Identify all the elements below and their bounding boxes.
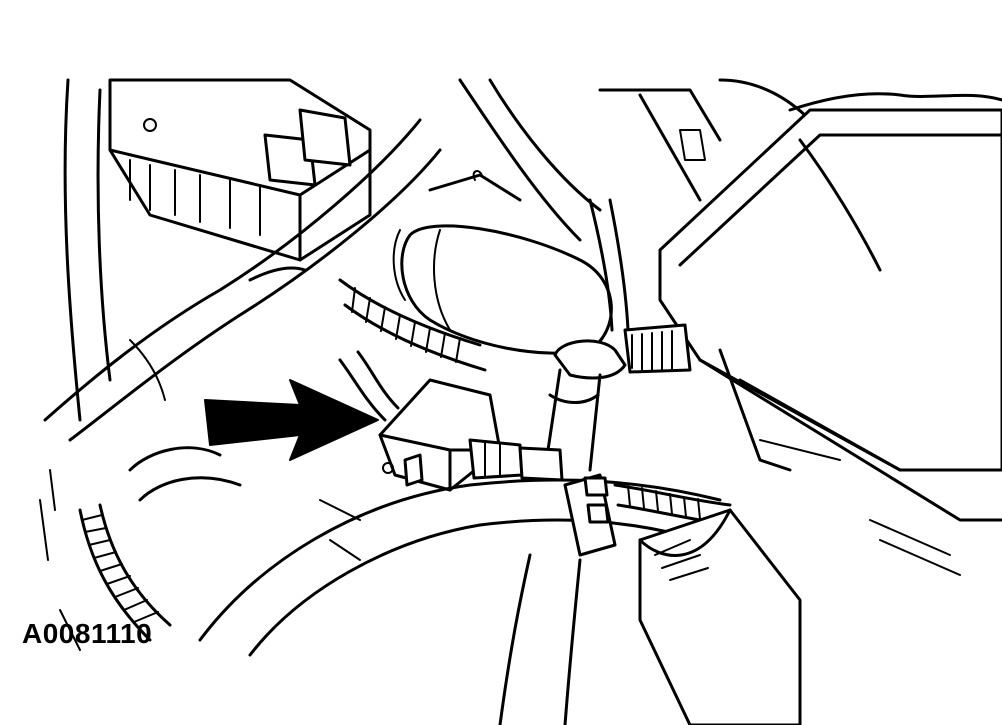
- vacuum-tube: [588, 198, 630, 332]
- hose-clamp-lower: [563, 473, 617, 557]
- lower-pipe: [498, 553, 582, 725]
- wiring-harness-main: [43, 118, 442, 442]
- coolant-pipe: [543, 339, 627, 472]
- hose-clamp-upper: [623, 323, 692, 374]
- radiator-hose: [198, 478, 722, 657]
- wire-loom-left: [78, 446, 242, 642]
- intake-hose: [392, 224, 613, 355]
- relay-block: [108, 78, 372, 262]
- electrical-connector: [378, 378, 564, 492]
- connector-wire: [338, 350, 400, 422]
- arrow-right-icon: [204, 379, 379, 461]
- background-structure: [63, 78, 812, 422]
- wire-loom-center: [338, 278, 487, 372]
- figure-id-label: A0081110: [22, 618, 153, 649]
- misc-detail-lines: [39, 439, 961, 651]
- reservoir-cylinder: [638, 508, 802, 725]
- air-box-housing: [658, 92, 1002, 522]
